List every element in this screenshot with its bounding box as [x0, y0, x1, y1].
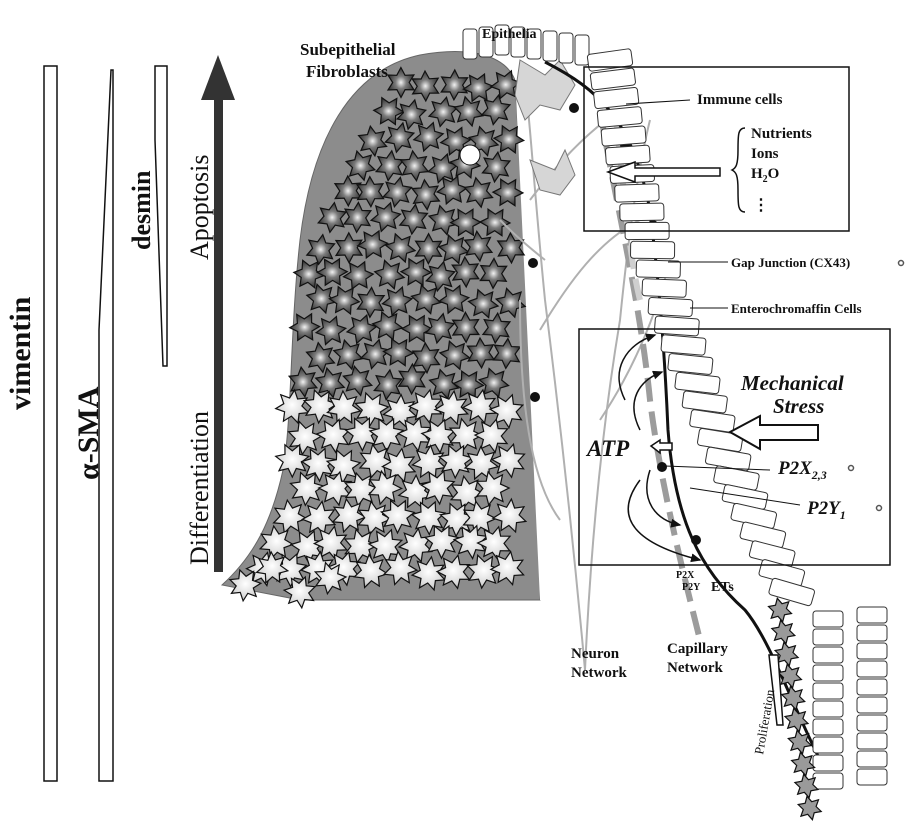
epithelial-cell [615, 184, 660, 202]
epithelial-cell [642, 279, 687, 298]
proliferating-cell [792, 752, 815, 775]
p2y1-label: P2Y1 [806, 498, 846, 522]
proliferating-cell [798, 796, 821, 819]
epithelial-cell [601, 126, 646, 146]
stress-label: Stress [773, 394, 824, 418]
p2x-small-label: P2X [676, 570, 695, 581]
gap-junction-label: Gap Junction (CX43) [731, 255, 850, 270]
epithelial-cell [689, 409, 735, 432]
crypt-cell [813, 611, 843, 627]
apoptosis-label: Apoptosis [185, 155, 214, 260]
epithelial-cell [587, 49, 633, 72]
ets-label: ETs [711, 580, 734, 595]
crypt-cell [857, 769, 887, 785]
atp-label: ATP [585, 436, 630, 461]
proliferating-cell [772, 620, 795, 643]
receptor-markers [849, 261, 904, 511]
crypt-cell [857, 643, 887, 659]
proliferating-cell [769, 598, 792, 621]
epithelial-cell [543, 31, 557, 61]
nutrient-arrow [608, 162, 720, 182]
epithelial-cell [636, 260, 680, 278]
epithelial-cell [559, 33, 573, 63]
mechanical-label: Mechanical [740, 371, 844, 395]
epithelial-cell [661, 335, 706, 356]
crypt-cell [857, 661, 887, 677]
crypt-cell [813, 737, 843, 753]
crypt-cell [813, 719, 843, 735]
epithelial-cell [620, 203, 664, 221]
crypt-cell [813, 683, 843, 699]
epithelial-cell [668, 353, 713, 374]
crypt-cell [857, 733, 887, 749]
neuron-label: Neuron [571, 646, 620, 662]
enterochromaffin-label: Enterochromaffin Cells [731, 301, 862, 316]
epithelial-cell [630, 241, 674, 258]
neuron-network-label: Network [571, 665, 627, 681]
vimentin-label: vimentin [4, 296, 37, 410]
water-label: H2O [751, 166, 779, 185]
crypt-cell [813, 755, 843, 771]
epithelial-cell [648, 297, 693, 316]
crypt-cell [857, 751, 887, 767]
epithelial-cell [463, 29, 477, 59]
alpha-sma-label: α-SMA [72, 386, 105, 480]
proliferating-cell [782, 686, 805, 709]
epithelial-cell [605, 145, 650, 165]
epithelial-cell [682, 391, 728, 414]
crypt-cell [857, 679, 887, 695]
crypt-cell [857, 625, 887, 641]
epithelial-cell [654, 316, 699, 336]
nutrient-brace [732, 128, 745, 212]
apoptotic-cell [460, 145, 480, 165]
epithelia-label: Epithelia [482, 27, 536, 42]
subepithelial-label: Subepithelial [300, 40, 396, 59]
epithelial-cell [590, 68, 636, 90]
fibroblasts-label: Fibroblasts [306, 62, 388, 81]
capillary-label: Capillary [667, 641, 728, 657]
epithelial-cell [575, 35, 589, 65]
p2y-small-label: P2Y [682, 582, 701, 593]
proliferating-cell [778, 664, 801, 687]
p2x23-label: P2X2,3 [777, 458, 827, 482]
desmin-bar [155, 66, 167, 366]
crypt-cell [813, 647, 843, 663]
proliferating-cell [795, 774, 818, 797]
crypt-cell [813, 629, 843, 645]
crypt-cell [857, 715, 887, 731]
differentiation-label: Differentiation [185, 411, 214, 565]
nutrients-label: Nutrients [751, 126, 812, 142]
epithelial-cell [597, 106, 642, 127]
crypt-cell [813, 665, 843, 681]
immune-cells-label: Immune cells [697, 92, 783, 108]
crypt-cell [813, 773, 843, 789]
vimentin-bar [44, 66, 57, 781]
proliferating-cell [788, 730, 811, 753]
crypt-cell [813, 701, 843, 717]
proliferation-label: Proliferation [751, 688, 777, 756]
ellipsis-label: ⋮ [753, 197, 769, 214]
epithelial-cell [675, 372, 721, 394]
crypt-cell [857, 697, 887, 713]
ions-label: Ions [751, 146, 779, 162]
capillary-network-label: Network [667, 660, 723, 676]
mechanical-stress-arrow [730, 416, 818, 449]
crypt-cell [857, 607, 887, 623]
crypt-cells [813, 607, 887, 789]
desmin-label: desmin [127, 170, 156, 250]
